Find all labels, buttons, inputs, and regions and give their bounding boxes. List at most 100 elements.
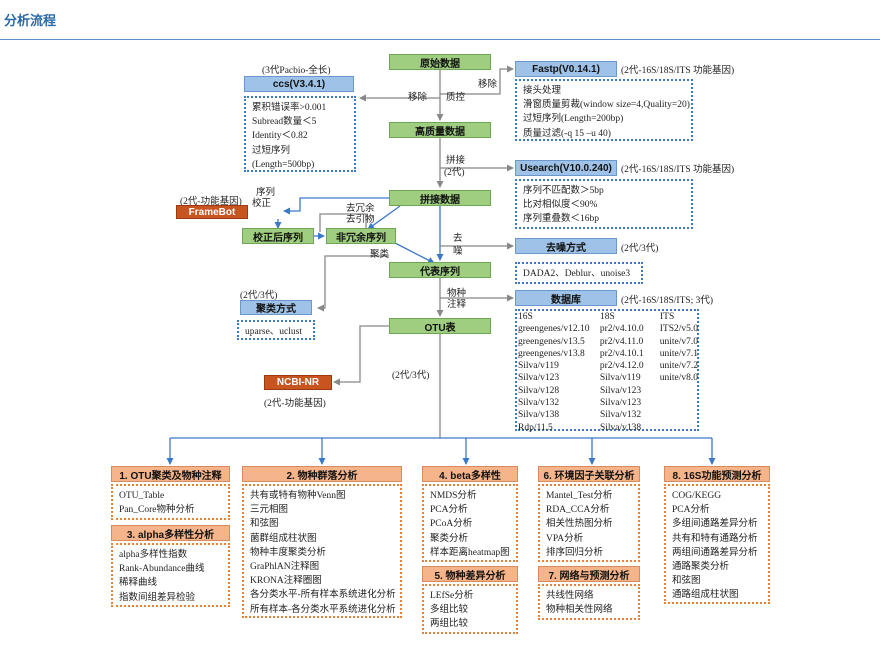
label-annot-1: 物种 [447, 289, 467, 299]
usearch-params: 序列不匹配数＞5bp 比对相似度＜90% 序列重叠数＜16bp [515, 179, 693, 229]
list-item: RDA_CCA分析 [546, 505, 610, 516]
list-item: 所有样本-各分类水平系统进化分析 [250, 604, 396, 615]
label-remove-left: 移除 [408, 93, 428, 103]
label-annot-2: 注释 [447, 300, 467, 310]
section-3-title: 3. alpha多样性分析 [111, 525, 230, 541]
list-item: Pan_Core物种分析 [119, 505, 195, 516]
usearch-note: (2代-16S/18S/ITS 功能基因) [621, 165, 735, 175]
label-merge-2: (2代) [444, 168, 465, 178]
ccs-title: ccs(V3.4.1) [244, 76, 354, 92]
node-merged: 拼接数据 [389, 190, 491, 206]
list-item: 两组比较 [430, 619, 469, 630]
list-item: 多组间通路差异分析 [672, 519, 758, 530]
section-2-title: 2. 物种群落分析 [242, 466, 402, 482]
list-item: 序列不匹配数＞5bp [523, 186, 604, 196]
list-item: PCA分析 [430, 505, 468, 516]
list-item: GraPhlAN注释图 [250, 562, 320, 573]
list-item: 过短序列(Length=200bp) [523, 114, 624, 125]
node-otu-table: OTU表 [389, 318, 491, 334]
database-note: (2代-16S/18S/ITS; 3代) [621, 296, 714, 306]
list-item: 排序回归分析 [546, 547, 604, 558]
usearch-title: Usearch(V10.0.240) [515, 160, 617, 176]
list-item: 各分类水平-所有样本系统进化分析 [250, 590, 396, 601]
list-item: 序列重叠数＜16bp [523, 214, 600, 225]
label-denoise-2: 噪 [453, 247, 463, 257]
list-item: 质量过滤(-q 15 –u 40) [523, 128, 611, 139]
node-high-quality: 高质量数据 [389, 122, 491, 138]
list-item: 累积错误率>0.001 [252, 103, 327, 113]
list-item: 比对相似度＜90% [523, 200, 598, 211]
list-item: 共有或特有物种Venn图 [250, 491, 346, 501]
label-merge-1: 拼接 [446, 156, 466, 166]
list-item: (Length=500bp) [252, 159, 315, 170]
list-item: 两组间通路差异分析 [672, 547, 758, 558]
section-6-title: 6. 环境因子关联分析 [538, 466, 640, 482]
line-dedup-loop [319, 213, 367, 232]
list-item: 物种丰度聚类分析 [250, 547, 327, 558]
arrow-otu-ncbi [333, 325, 389, 386]
list-item: alpha多样性指数 [119, 550, 188, 560]
section-3-items: alpha多样性指数 Rank-Abundance曲线 稀释曲线 指数间组差异检… [111, 543, 230, 607]
node-rep-seq: 代表序列 [389, 262, 491, 278]
framebot-note: (2代-功能基因) [180, 197, 242, 207]
section-8-title: 8. 16S功能预测分析 [664, 466, 770, 482]
framebot-title: FrameBot [176, 205, 248, 219]
list-item: 接头处理 [523, 86, 562, 96]
denoise-methods: DADA2、Deblur、unoise3 [515, 262, 643, 284]
list-item: 菌群组成柱状图 [250, 533, 317, 544]
list-item: 稀释曲线 [119, 578, 158, 589]
list-item: 三元相图 [250, 505, 289, 516]
section-7-title: 7. 网络与预测分析 [538, 566, 640, 582]
section-5-title: 5. 物种差异分析 [422, 566, 518, 582]
label-seq-2: 校正 [252, 199, 272, 209]
list-item: 共线性网络 [546, 591, 594, 601]
list-item: 过短序列 [252, 145, 291, 156]
label-remove-right: 移除 [478, 80, 498, 90]
list-item: 样本距离heatmap图 [430, 547, 510, 558]
ncbi-note: (2代-功能基因) [264, 399, 326, 409]
list-item: 通路组成柱状图 [672, 590, 739, 601]
list-item: KRONA注释圈图 [250, 576, 322, 587]
node-corrected: 校正后序列 [242, 228, 314, 244]
arrow-rep-cluster [317, 255, 389, 312]
ccs-params: 累积错误率>0.001 Subread数量＜5 Identity＜0.82 过短… [244, 96, 356, 172]
node-raw-data: 原始数据 [389, 54, 491, 70]
label-gen23: (2代/3代) [392, 371, 430, 381]
list-item: 通路聚类分析 [672, 562, 730, 573]
list-item: PCoA分析 [430, 519, 473, 530]
list-item: Subread数量＜5 [252, 117, 317, 128]
list-item: LEfSe分析 [430, 591, 474, 601]
list-item: Identity＜0.82 [252, 131, 308, 142]
label-denoise-1: 去 [453, 234, 463, 244]
list-item: Rank-Abundance曲线 [119, 564, 205, 575]
list-item: 物种相关性网络 [546, 605, 613, 616]
arrow-merged-framebot [283, 197, 389, 215]
section-4-title: 4. beta多样性 [422, 466, 518, 482]
label-qc: 质控 [446, 93, 466, 103]
fastp-note: (2代-16S/18S/ITS 功能基因) [621, 66, 735, 76]
list-item: NMDS分析 [430, 491, 477, 501]
arrow-merged-nonred [367, 205, 401, 230]
denoise-title: 去噪方式 [515, 238, 617, 254]
ncbi-title: NCBI-NR [264, 375, 332, 390]
list-item: 相关性热图分析 [546, 519, 613, 530]
database-title: 数据库 [515, 290, 617, 306]
title-divider [0, 39, 880, 40]
arrow-nonred-rep [394, 242, 435, 264]
list-item: OTU_Table [119, 491, 165, 501]
label-cluster: 聚类 [370, 250, 390, 260]
list-item: 共有和特有通路分析 [672, 533, 758, 544]
list-item: 多组比较 [430, 605, 469, 616]
label-seq-1: 序列 [256, 188, 276, 198]
